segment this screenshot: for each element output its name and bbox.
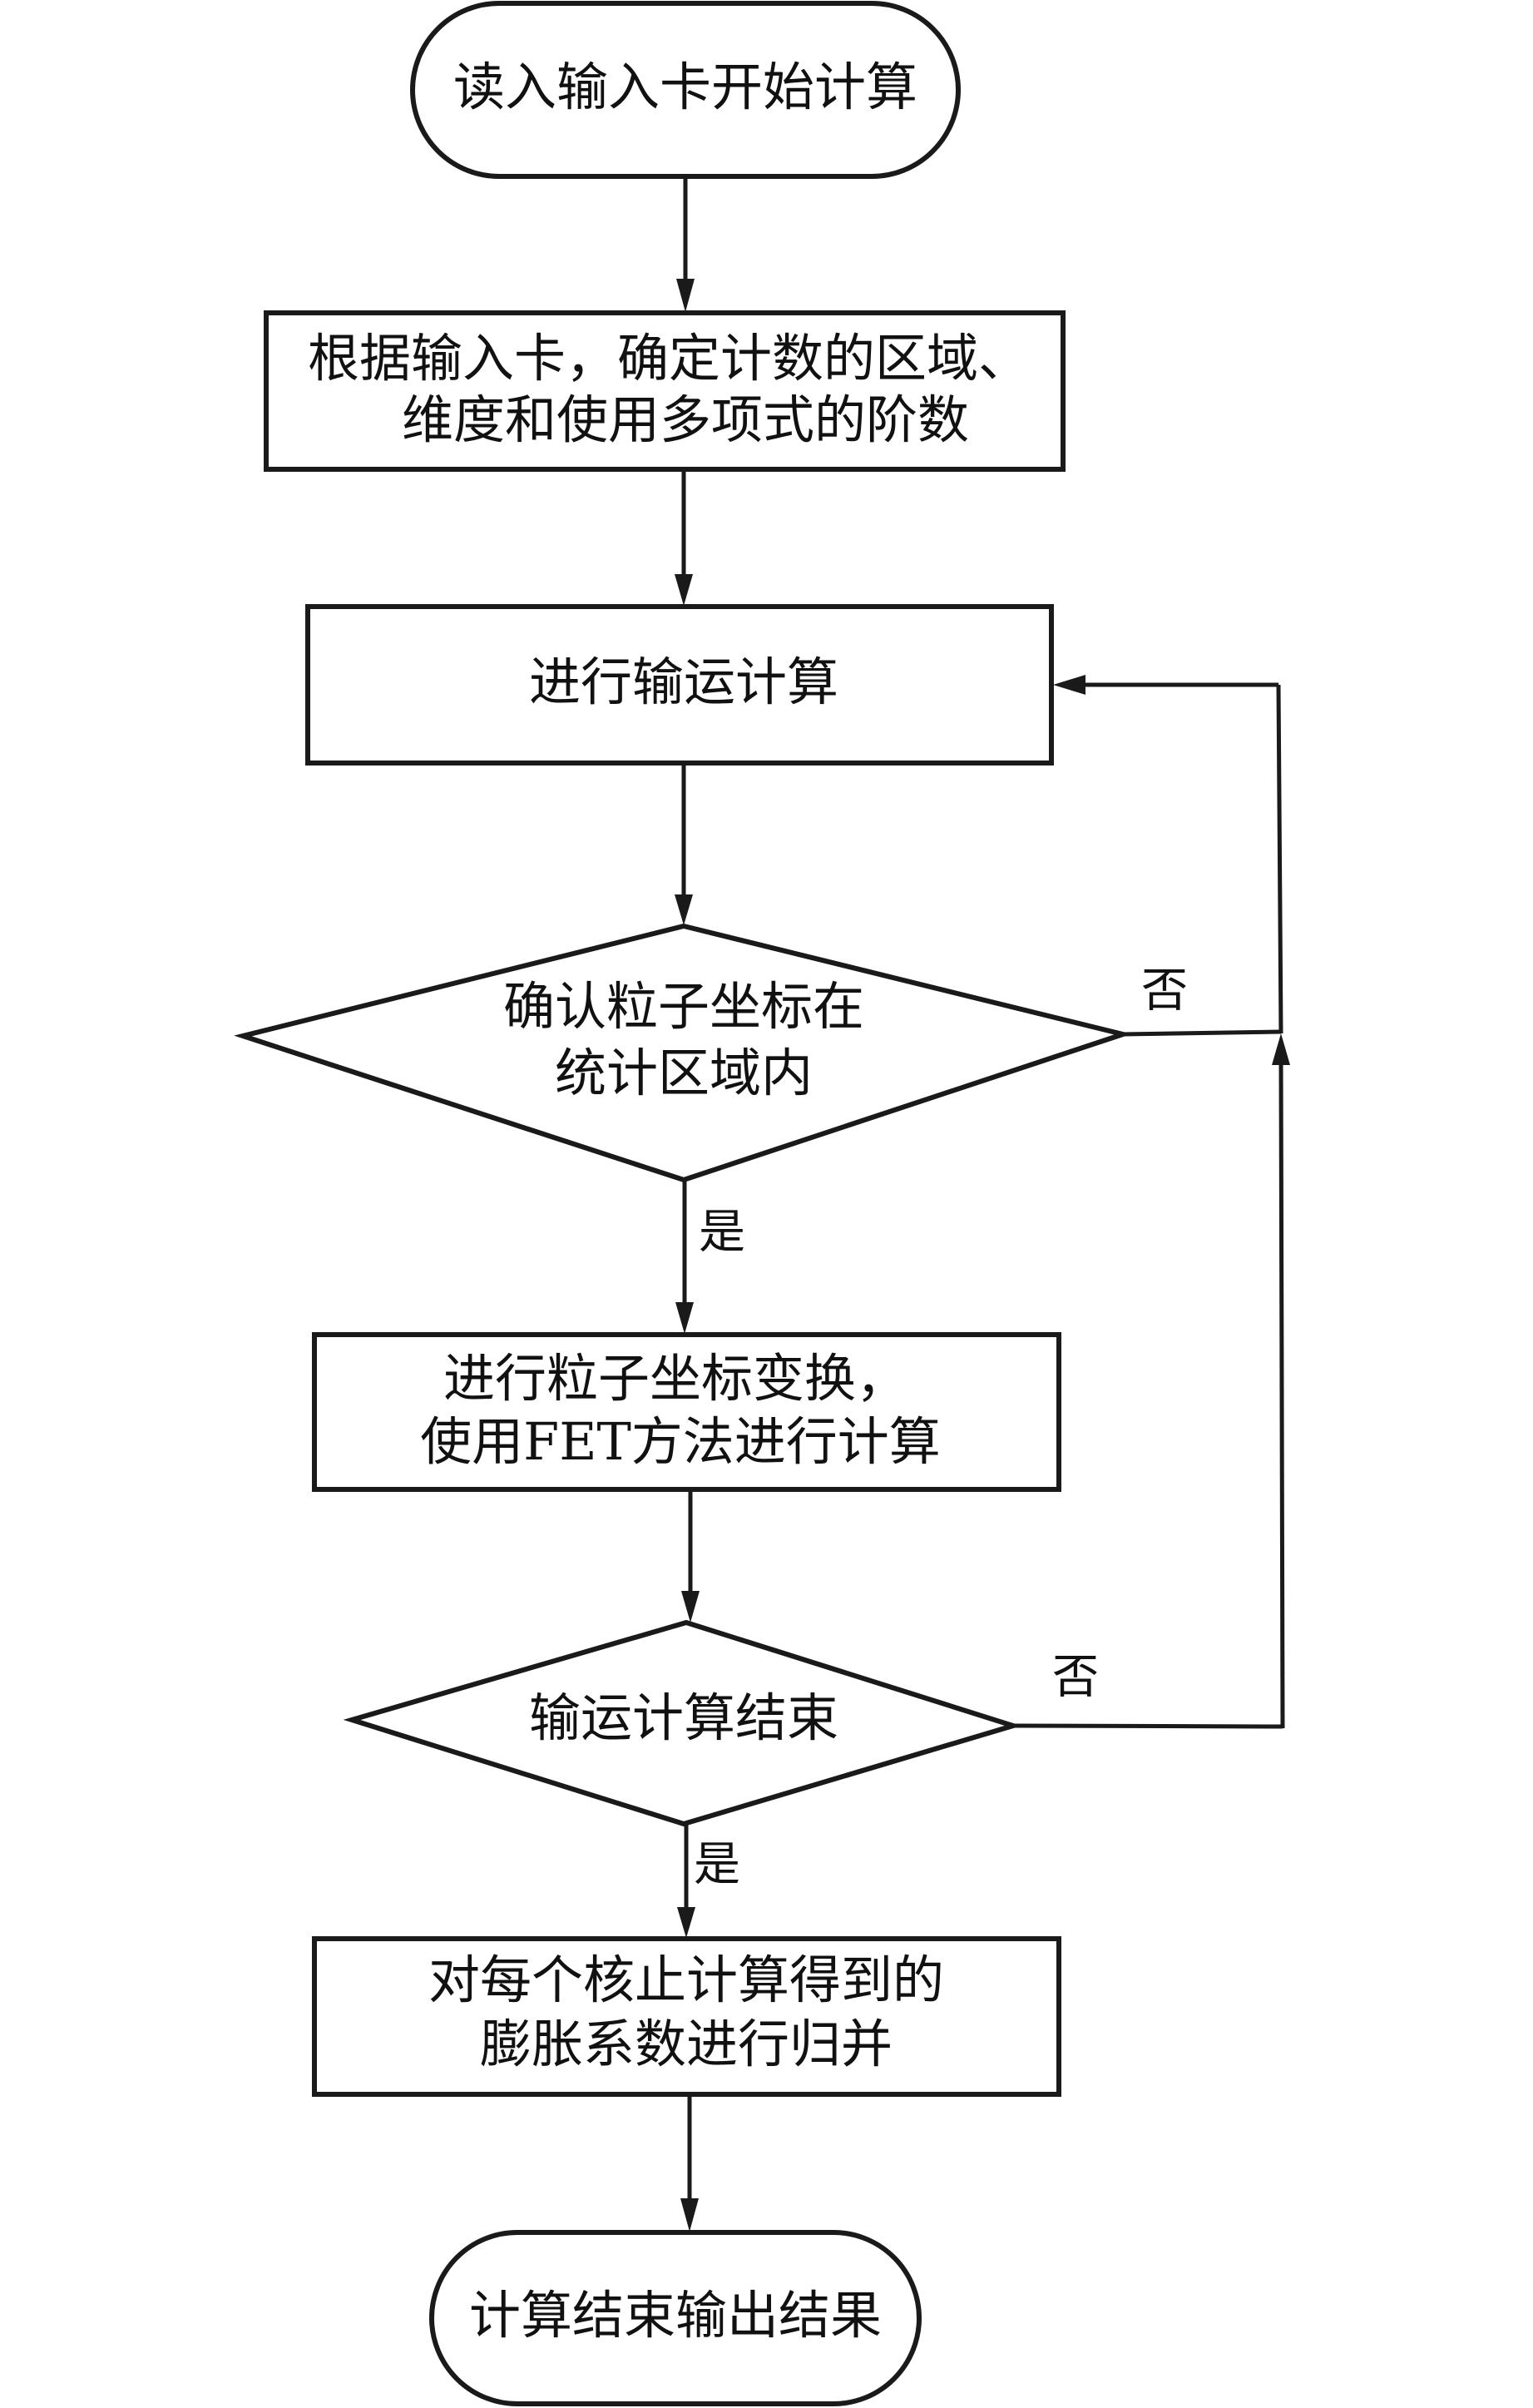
- step-transport-box: [305, 604, 1054, 766]
- decision-region-line-2: 统计区域内: [555, 1043, 813, 1103]
- decision-end-no-label: 否: [1052, 1651, 1099, 1705]
- step-merge: 对每个核止计算得到的 膨胀系数进行归并: [312, 1936, 1061, 2097]
- step-define-line-1: 根据输入卡，确定计数的区域、: [308, 328, 1030, 389]
- step-fet: 进行粒子坐标变换， 使用FET方法进行计算: [312, 1332, 1061, 1492]
- step-fet-line-2: 使用FET方法进行计算: [420, 1411, 941, 1472]
- start-terminator: 读入输入卡开始计算: [410, 1, 961, 179]
- arrowhead-down-icon: [675, 574, 693, 606]
- loop-back-line-upper: [1276, 684, 1283, 1034]
- arrowhead-up-icon: [1272, 1033, 1290, 1065]
- end-terminator-shape: [429, 2230, 922, 2406]
- decision-region-yes-label: 是: [699, 1206, 745, 1260]
- arrowhead-down-icon: [676, 279, 695, 312]
- step-define-box: [264, 310, 1066, 472]
- arrowhead-down-icon: [680, 2198, 699, 2232]
- step-transport-label: 进行输运计算: [529, 652, 838, 712]
- decision-end-yes-label: 是: [694, 1838, 740, 1892]
- step-fet-line-1: 进行粒子坐标变换，: [443, 1348, 907, 1409]
- loop-back-line-lower: [1278, 1056, 1285, 1729]
- decision-end: 输运计算结束: [343, 1619, 1022, 1827]
- decision-region-no-label: 否: [1141, 964, 1188, 1018]
- connector-region-no: [1122, 1029, 1282, 1037]
- arrowhead-down-icon: [675, 894, 693, 925]
- step-transport: 进行输运计算: [305, 604, 1054, 766]
- decision-region: 确认粒子坐标在 统计区域内: [234, 923, 1132, 1183]
- step-merge-box: [312, 1936, 1061, 2097]
- arrowhead-down-icon: [677, 1907, 695, 1938]
- start-label: 读入输入卡开始计算: [453, 57, 917, 117]
- decision-region-line-1: 确认粒子坐标在: [503, 976, 864, 1037]
- end-label: 计算结束输出结果: [469, 2285, 882, 2346]
- arrowhead-down-icon: [681, 1591, 700, 1623]
- step-merge-line-2: 膨胀系数进行归并: [480, 2014, 893, 2074]
- arrowhead-down-icon: [675, 1302, 694, 1334]
- end-terminator: 计算结束输出结果: [429, 2230, 922, 2406]
- step-define-line-2: 维度和使用多项式的阶数: [402, 389, 969, 450]
- decision-end-label: 输运计算结束: [529, 1687, 838, 1748]
- connector-end-no: [1012, 1723, 1283, 1729]
- step-merge-line-1: 对每个核止计算得到的: [428, 1950, 944, 2010]
- arrowhead-left-icon: [1053, 675, 1085, 695]
- start-terminator-shape: [410, 1, 961, 179]
- step-define: 根据输入卡，确定计数的区域、 维度和使用多项式的阶数: [264, 310, 1066, 472]
- decision-end-diamond: [343, 1619, 1022, 1827]
- step-fet-box: [312, 1332, 1061, 1492]
